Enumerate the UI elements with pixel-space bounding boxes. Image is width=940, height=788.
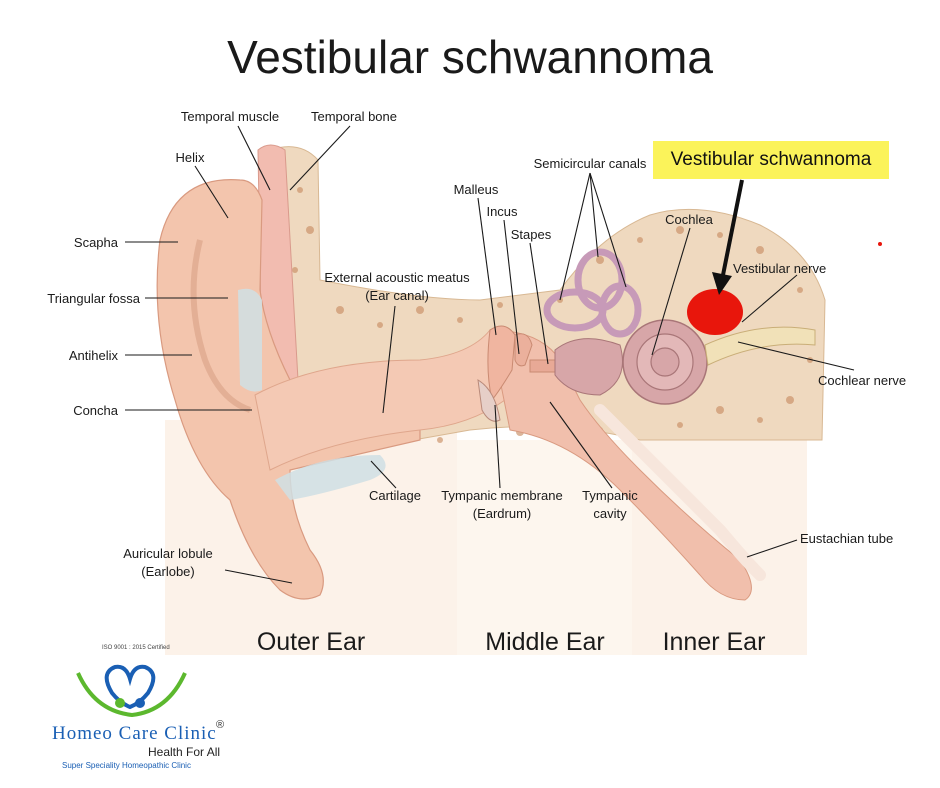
clinic-tagline: Health For All	[148, 745, 221, 759]
label-tympanic-membrane: Tympanic membrane	[441, 488, 562, 503]
region-middle-ear: Middle Ear	[485, 628, 605, 656]
cochlea-shape	[622, 319, 708, 405]
vestibule-shape	[554, 338, 623, 396]
label-incus: Incus	[486, 204, 518, 219]
label-concha: Concha	[73, 403, 119, 418]
label-stapes: Stapes	[511, 227, 552, 242]
malleus-shape	[487, 325, 516, 402]
callout-arrow-head	[712, 272, 732, 295]
callout-arrow-line	[720, 179, 744, 281]
label-semicircular-canals: Semicircular canals	[534, 156, 647, 171]
clinic-name: Homeo Care Clinic	[52, 723, 217, 744]
label-auricular-lobule: Auricular lobule	[123, 546, 213, 561]
label-vestibular-nerve: Vestibular nerve	[733, 261, 826, 276]
label-cochlear-nerve: Cochlear nerve	[818, 373, 906, 388]
small-dot	[878, 242, 882, 246]
semicircular-canals-shape	[543, 248, 642, 338]
label-cartilage: Cartilage	[369, 488, 421, 503]
label-cavity: cavity	[593, 506, 627, 521]
label-ext-meatus: External acoustic meatus	[324, 270, 470, 285]
label-tympanic: Tympanic	[582, 488, 638, 503]
tumor-mass	[687, 289, 743, 335]
iso-certification: ISO 9001 : 2015 Certified	[102, 645, 170, 651]
label-antihelix: Antihelix	[69, 348, 119, 363]
tympanic-cavity-shape	[489, 329, 752, 601]
region-inner-ear: Inner Ear	[663, 628, 766, 656]
antihelix-fold	[190, 239, 252, 413]
label-temporal-muscle: Temporal muscle	[181, 109, 279, 124]
leader-lines	[125, 125, 855, 584]
label-triangular-fossa: Triangular fossa	[47, 291, 140, 306]
page-title: Vestibular schwannoma	[227, 31, 713, 83]
label-cochlea: Cochlea	[665, 212, 713, 227]
clinic-subtitle: Super Speciality Homeopathic Clinic	[62, 761, 191, 770]
label-scapha: Scapha	[74, 235, 119, 250]
logo-heart-icon	[76, 664, 187, 718]
nerve-bundle	[704, 326, 816, 366]
triangular-fossa-shape	[238, 288, 262, 392]
cartilage-shape	[275, 455, 386, 500]
registered-mark: ®	[216, 719, 225, 731]
tympanic-membrane-shape	[477, 379, 501, 422]
tumor-callout: Vestibular schwannoma	[653, 141, 889, 179]
label-eardrum: (Eardrum)	[473, 506, 532, 521]
label-temporal-bone: Temporal bone	[311, 109, 397, 124]
label-earlobe: (Earlobe)	[141, 564, 194, 579]
label-helix: Helix	[176, 150, 205, 165]
region-outer-ear: Outer Ear	[257, 628, 365, 656]
label-ear-canal: (Ear canal)	[365, 288, 429, 303]
clinic-logo: ISO 9001 : 2015 Certified Homeo Care Cli…	[40, 645, 250, 775]
label-eustachian-tube: Eustachian tube	[800, 531, 893, 546]
label-malleus: Malleus	[454, 182, 499, 197]
eustachian-tube-shape	[594, 404, 766, 581]
incus-shape	[514, 333, 533, 367]
